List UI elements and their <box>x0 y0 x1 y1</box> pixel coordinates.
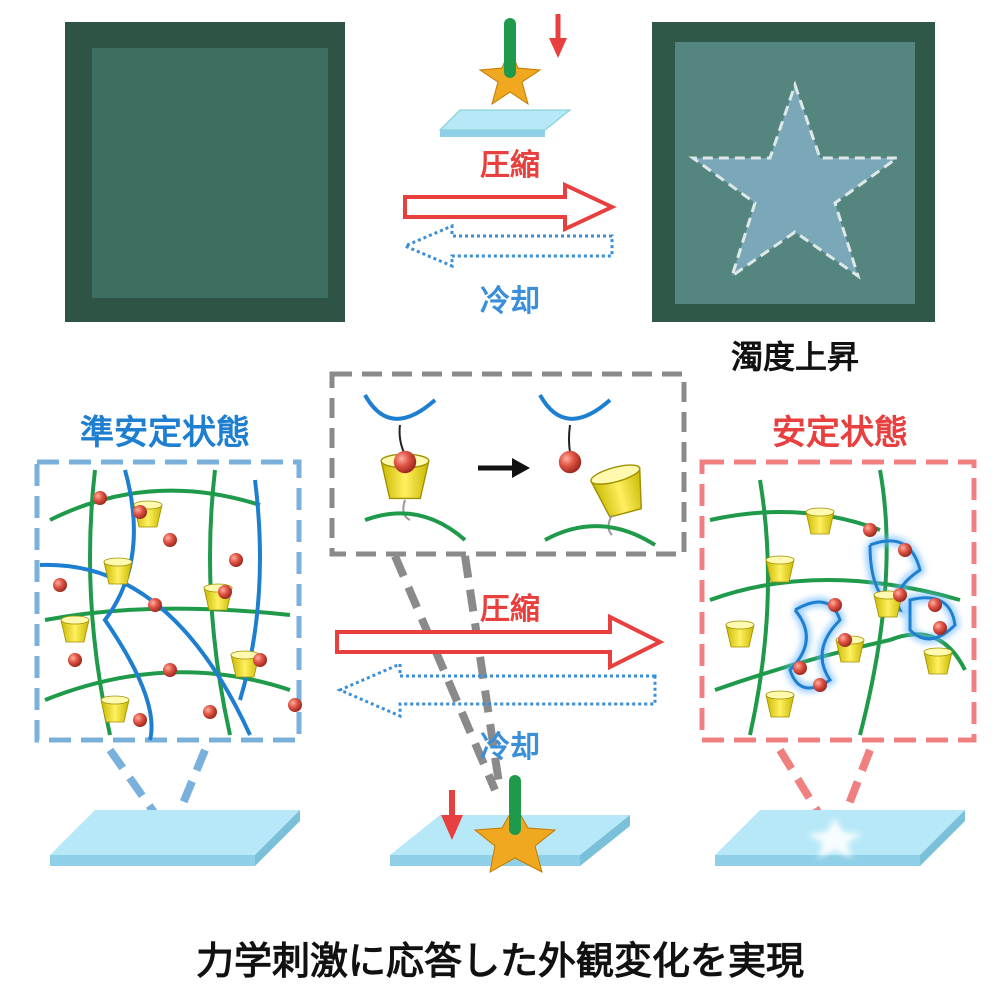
cool-arrow-middle <box>336 661 657 719</box>
stable-network <box>709 469 967 736</box>
photo-before <box>65 22 345 322</box>
star-mark <box>688 80 902 280</box>
inclusion-complex <box>363 394 467 542</box>
stable-box <box>699 459 977 743</box>
cool-arrow-top <box>401 223 614 269</box>
metastable-label: 準安定状態 <box>80 413 250 453</box>
metastable-network <box>39 469 302 741</box>
dissociated-complex <box>538 394 657 547</box>
compress-label-middle: 圧縮 <box>480 592 540 627</box>
caption: 力学刺激に応答した外観変化を実現 <box>195 939 805 983</box>
stable-label: 安定状態 <box>772 413 908 453</box>
photo-after <box>652 22 935 322</box>
cool-label-top: 冷却 <box>480 284 540 319</box>
cool-label-middle: 冷却 <box>480 730 540 765</box>
star-mark-slab <box>808 818 862 858</box>
compress-arrow-top <box>403 181 617 233</box>
compress-label-top: 圧縮 <box>480 148 540 183</box>
metastable-box <box>34 459 302 743</box>
compress-arrow-middle <box>335 613 665 671</box>
mechanism-inset <box>329 371 687 557</box>
slab-right <box>715 810 965 866</box>
slab-middle <box>390 775 630 873</box>
turbidity-label: 濁度上昇 <box>730 338 860 376</box>
slab-left <box>50 810 300 866</box>
dissociation-arrow <box>478 458 530 478</box>
stamp-icon-top <box>438 14 572 137</box>
